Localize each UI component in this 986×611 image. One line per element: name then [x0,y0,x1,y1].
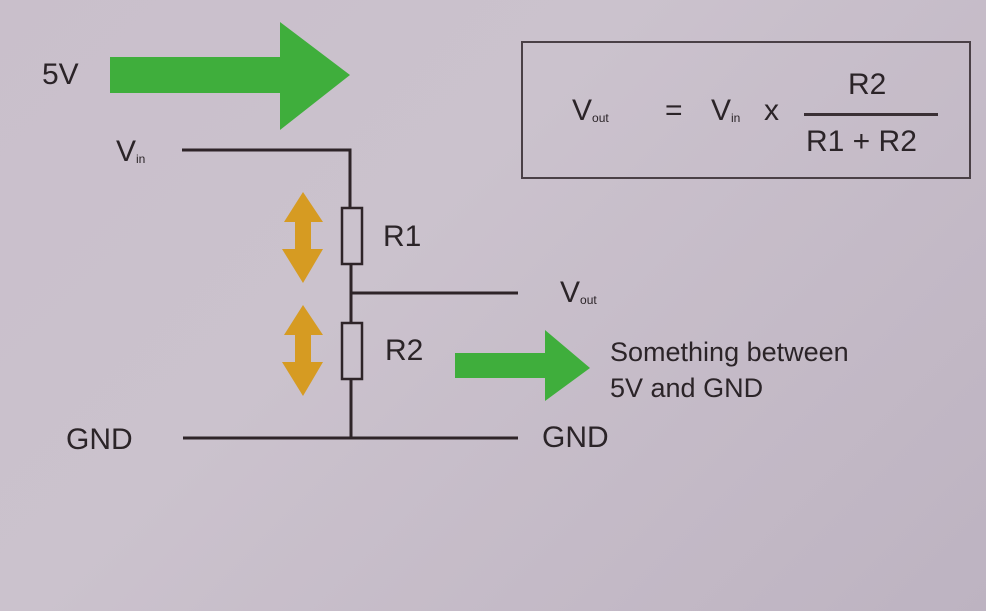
vin-label-sub: in [136,152,146,166]
output-note-line2: 5V and GND [610,373,764,403]
formula-vin-main: V [711,94,732,127]
formula-vin: Vin [711,94,740,128]
vin-wire [182,148,352,208]
resistor-r2 [340,321,364,381]
vin-label-main: V [116,135,137,168]
r1-adjust-icon [282,192,323,283]
r1-label: R1 [383,220,422,253]
output-note: Something between 5V and GND [610,334,849,406]
vout-label-main: V [560,276,581,309]
output-arrow-icon [455,330,590,401]
gnd-left-label: GND [66,423,133,456]
vout-label: Vout [560,276,597,310]
formula-fraction-bar [804,113,938,116]
formula-vout-sub: out [592,111,609,125]
supply-voltage-label: 5V [42,58,79,91]
formula-numerator: R2 [848,68,887,101]
r2-adjust-icon [282,305,323,396]
vin-label: Vin [116,135,145,169]
formula-equals: = [665,94,683,127]
r2-label: R2 [385,334,424,367]
output-note-line1: Something between [610,337,849,367]
supply-arrow-icon [110,22,350,130]
formula-times: x [764,94,779,127]
formula-denominator: R1 + R2 [806,125,917,158]
formula-vout: Vout [572,94,609,128]
formula-vout-main: V [572,94,593,127]
gnd-right-label: GND [542,421,609,454]
formula-vin-sub: in [731,111,741,125]
resistor-r1 [340,206,364,266]
formula-box [521,41,971,179]
vout-label-sub: out [580,293,597,307]
